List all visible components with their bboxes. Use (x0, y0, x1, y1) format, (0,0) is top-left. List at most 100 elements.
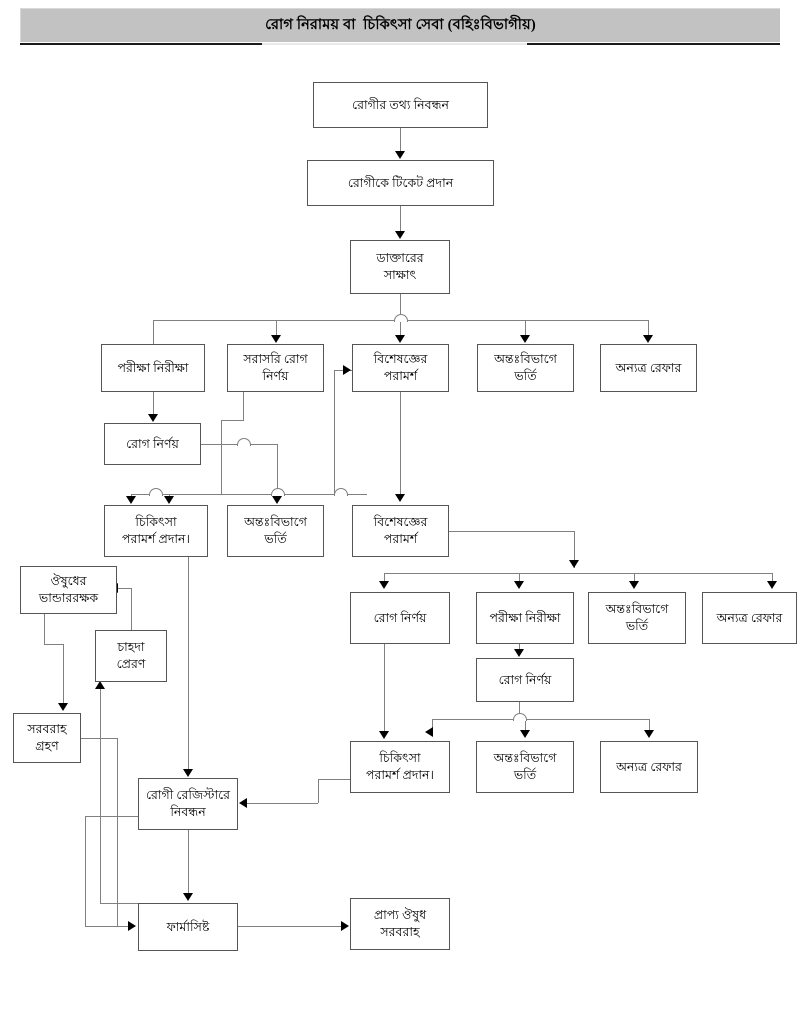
edge-left-rail-bottom (85, 926, 117, 927)
node-treatment-advice-2[interactable]: চিকিৎসা পরামর্শ প্রদান। (350, 741, 450, 793)
node-label: সরাসরি রোগ নির্ণয় (243, 352, 308, 383)
node-label: রোগ নির্ণয় (498, 672, 552, 687)
node-label: সরবরাহ গ্রহণ (27, 722, 67, 753)
node-label: অন্তঃবিভাগে ভর্তি (494, 352, 557, 383)
line-hop-row3-b (271, 488, 285, 496)
edge-n5-left (221, 420, 244, 421)
node-label: রোগ নির্ণয় (126, 436, 179, 451)
edge-n14-n17 (519, 644, 520, 650)
edge-bus-n14 (519, 573, 520, 582)
node-label: রোগ নির্ণয় (373, 610, 427, 625)
arrowhead-n25-in-left (128, 921, 136, 931)
node-label: পরীক্ষা নিরীক্ষা (489, 610, 561, 625)
edge-n22-up (131, 588, 132, 630)
edge-left-rail (85, 816, 86, 926)
node-label: ডাক্তারের সাক্ষাৎ (376, 251, 424, 282)
node-refer-elsewhere-3[interactable]: অন্যত্র রেফার (600, 741, 698, 793)
node-refer-elsewhere-1[interactable]: অন্যত্র রেফার (600, 344, 697, 392)
node-inpatient-admission-2[interactable]: অন্তঃবিভাগে ভর্তি (227, 505, 324, 557)
node-label: চাহদা প্রেরণ (116, 640, 146, 671)
edge-n17-down (519, 702, 520, 719)
edge-n24-n25 (188, 830, 189, 894)
node-doctor-visit[interactable]: ডাক্তারের সাক্ষাৎ (350, 240, 450, 294)
edge-bus-n10a (131, 494, 132, 497)
edge-n23-right (81, 738, 117, 739)
node-label: বিশেষজ্ঞের পরামর্শ (373, 515, 428, 546)
arrowhead-n7-in (520, 335, 530, 343)
node-label: চিকিৎসা পরামর্শ প্রদান। (366, 751, 434, 782)
arrowhead-n24-in-side (239, 798, 247, 808)
line-hop-row5 (513, 713, 527, 721)
arrowhead-n8-in (643, 335, 653, 343)
title-underline-highlight (262, 43, 527, 45)
node-inpatient-admission-3[interactable]: অন্তঃবিভাগে ভর্তি (588, 592, 686, 644)
node-diagnosis-2[interactable]: রোগ নির্ণয় (350, 592, 450, 644)
arrowhead-n24-in-top (183, 769, 193, 777)
arrowhead-n17-in (514, 649, 524, 657)
edge-n13-n18 (384, 644, 385, 732)
node-tests-examination-2[interactable]: পরীক্ষা নিরীক্ষা (476, 592, 574, 644)
edge-riser-to-n6 (334, 370, 335, 494)
node-treatment-advice-1[interactable]: চিকিৎসা পরামর্শ প্রদান। (104, 505, 208, 557)
node-patient-info-registration[interactable]: রোগীর তথ্য নিবন্ধন (313, 82, 488, 128)
node-direct-diagnosis[interactable]: সরাসরি রোগ নির্ণয় (227, 344, 324, 392)
edge-n6-n12 (400, 392, 401, 496)
edge-n5-down2 (221, 420, 222, 494)
arrowhead-n10-in-b (164, 496, 174, 504)
arrowhead-n18-in-a (379, 731, 389, 739)
edge-n22-n21 (117, 588, 131, 589)
edge-bus-n19 (525, 719, 526, 731)
node-label: পরীক্ষা নিরীক্ষা (117, 360, 189, 375)
arrowhead-n19-in (520, 730, 530, 738)
node-specialist-advice-2[interactable]: বিশেষজ্ঞের পরামর্শ (352, 505, 449, 557)
node-pharmacist[interactable]: ফার্মাসিষ্ট (138, 903, 238, 951)
bus-row5 (432, 719, 649, 720)
bus-row3-left (131, 494, 367, 495)
arrowhead-n2-in (395, 151, 405, 159)
node-inpatient-admission-4[interactable]: অন্তঃবিভাগে ভর্তি (476, 741, 574, 793)
edge-bus-n20 (649, 719, 650, 731)
arrowhead-n11-in (272, 496, 282, 504)
arrowhead-n10-in-a (126, 496, 136, 504)
edge-bus-n7 (525, 320, 526, 336)
node-diagnosis-1[interactable]: রোগ নির্ণয় (104, 423, 201, 465)
edge-n18-down (318, 779, 319, 803)
node-drug-store-keeper[interactable]: ঔষুধের ভান্ডাররক্ষক (20, 566, 117, 614)
node-label: প্রাপ্য ঔষুধ সরবরাহ (373, 908, 427, 939)
edge-n12-right (449, 531, 574, 532)
node-diagnosis-3[interactable]: রোগ নির্ণয় (476, 658, 574, 702)
edge-n21-n23 (63, 644, 64, 704)
edge-bus-n15 (634, 573, 635, 582)
edge-n3-bus (400, 294, 401, 320)
node-issue-ticket[interactable]: রোগীকে টিকেট প্রদান (307, 160, 494, 206)
edge-n25-n26 (238, 926, 342, 927)
node-supply-available-medicine[interactable]: প্রাপ্য ঔষুধ সরবরাহ (350, 898, 450, 950)
arrowhead-n25-in-top (183, 893, 193, 901)
node-tests-examination-1[interactable]: পরীক্ষা নিরীক্ষা (101, 344, 205, 392)
node-inpatient-admission-1[interactable]: অন্তঃবিভাগে ভর্তি (477, 344, 574, 392)
arrowhead-n18-in-b (425, 727, 433, 737)
edge-n18-left (318, 779, 350, 780)
node-label: অন্যত্র রেফার (716, 610, 783, 625)
bus-row4 (384, 573, 772, 574)
node-patient-register-entry[interactable]: রোগী রেজিস্টারে নিবন্ধন (138, 778, 238, 830)
node-specialist-advice-1[interactable]: বিশেষজ্ঞের পরামর্শ (352, 344, 449, 392)
arrowhead-n12-in (395, 494, 405, 502)
edge-bus-n18 (432, 719, 433, 731)
arrowhead-n5-in (271, 335, 281, 343)
edge-n4-n9 (153, 392, 154, 415)
edge-bus-n8 (648, 320, 649, 336)
arrowhead-n6-side-in (343, 365, 351, 375)
edge-n21-right (44, 644, 63, 645)
edge-n18-n24 (246, 803, 318, 804)
node-send-demand[interactable]: চাহদা প্রেরণ (95, 630, 167, 682)
arrowhead-n15-in (629, 581, 639, 589)
edge-n25-up-base (100, 903, 138, 904)
node-label: অন্তঃবিভাগে ভর্তি (244, 515, 307, 546)
node-refer-elsewhere-2[interactable]: অন্যত্র রেফার (702, 592, 797, 644)
line-hop-n9-right (237, 438, 251, 446)
node-receive-supply[interactable]: সরবরাহ গ্রহণ (13, 713, 81, 763)
page-title: রোগ নিরাময় বা চিকিৎসা সেবা (বহিঃবিভাগীয… (265, 17, 536, 34)
arrowhead-n22-in (95, 681, 105, 689)
edge-n9-right2 (249, 444, 277, 445)
